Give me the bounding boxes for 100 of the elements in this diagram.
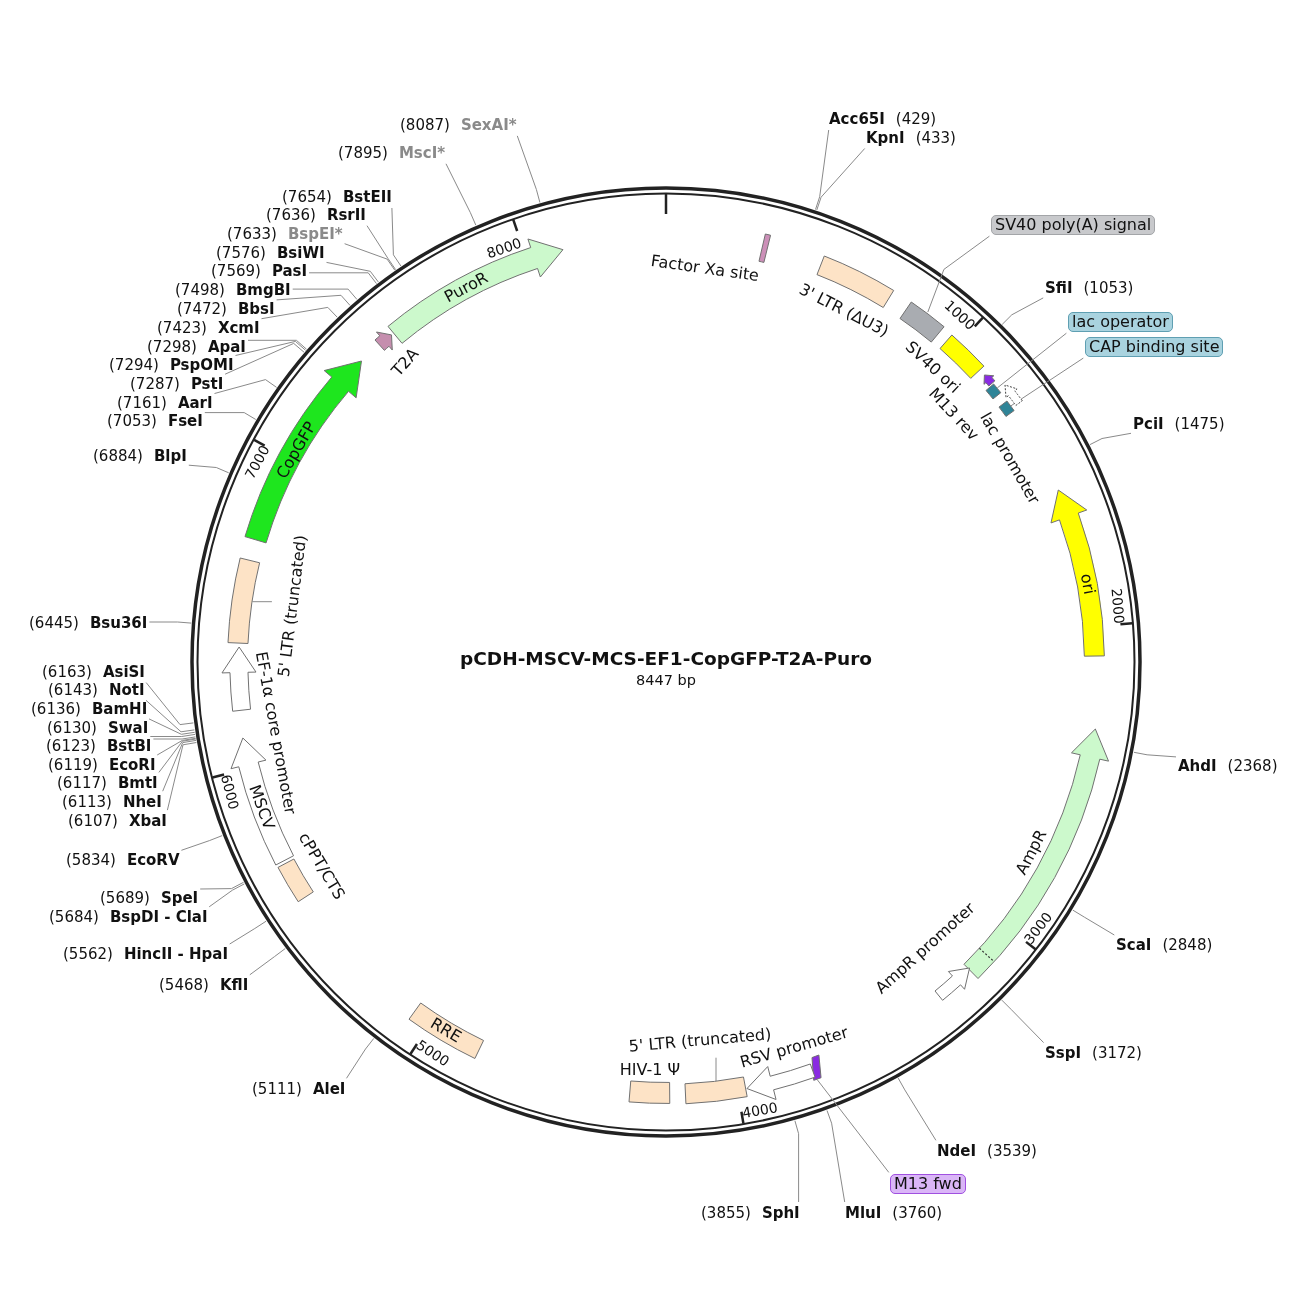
feature-tag: CAP binding site [1085,337,1224,357]
site-position: (7294) [109,356,159,374]
leader-line [815,129,830,210]
plasmid-length: 8447 bp [636,671,696,689]
leader-line [897,1077,937,1141]
feature-tag: lac operator [1068,312,1173,332]
enzyme-name: PasI [271,262,308,280]
site-position: (3760) [892,1204,943,1222]
site-position: (7498) [175,281,225,299]
enzyme-name: XcmI [217,319,260,337]
site-position: (7633) [227,225,277,243]
enzyme-name: BstBI [106,737,152,755]
enzyme-name: EcoRV [126,851,180,869]
leader-line [224,342,305,375]
site-position: (8087) [400,116,450,134]
leader-line [229,920,267,945]
enzyme-name: SpeI [160,889,199,907]
leader-line [162,739,197,792]
feature-box [997,400,1015,418]
site-position: (7576) [216,244,266,262]
leader-line [235,340,307,356]
enzyme-name: AsiSI [102,663,145,681]
site-position: (6143) [48,681,98,699]
feature-label: T2A [387,344,423,380]
leader-line [715,1057,717,1082]
leader-line [249,948,286,976]
enzyme-name: SfiI [1045,279,1073,297]
feature-tag: SV40 poly(A) signal [991,215,1156,235]
enzyme-name: BlpI [153,447,187,465]
leader-line [145,682,194,726]
plasmid-title: pCDH-MSCV-MCS-EF1-CopGFP-T2A-Puro [459,648,873,670]
scale-label: 4000 [740,1099,779,1122]
feature-box [985,382,1003,400]
site-position: (7423) [157,319,207,337]
site-position: (7569) [211,262,261,280]
leader-line [996,332,1067,389]
enzyme-name: EcoRI [108,756,156,774]
site-position: (6130) [47,719,97,737]
site-position: (6445) [29,614,79,632]
leader-line [180,835,223,851]
enzyme-name: NotI [108,681,145,699]
leader-line [794,1120,800,1203]
site-position: (2848) [1162,936,1213,954]
leader-line [208,883,245,908]
site-position: (429) [895,110,937,128]
site-position: (5834) [66,851,116,869]
site-position: (1475) [1174,415,1225,433]
leader-line [199,881,244,890]
leader-line [166,742,197,811]
leader-line [204,412,257,420]
enzyme-name: BspEI* [287,225,343,243]
site-position: (1053) [1083,279,1134,297]
site-position: (6113) [62,793,112,811]
enzyme-name: BmgBI [235,281,291,299]
site-position: (7895) [338,144,388,162]
site-position: (3855) [701,1204,751,1222]
leader-line [826,1110,846,1203]
leader-line [1001,297,1044,325]
enzyme-name: SphI [761,1204,800,1222]
site-position: (6163) [42,663,92,681]
leader-line [188,464,230,474]
feature-label: Factor Xa site [649,251,761,285]
leader-line [1072,909,1115,936]
leader-line [1001,999,1045,1044]
leader-line [158,738,197,773]
leader-line [152,736,196,740]
site-position: (6107) [68,812,118,830]
enzyme-name: ApaI [207,338,246,356]
feature-label: HIV-1 Ψ [619,1059,681,1079]
enzyme-name: HincII - HpaI [123,945,228,963]
site-position: (5689) [100,889,150,907]
leader-line [326,261,379,283]
feature-label: 5' LTR (truncated) [273,533,311,679]
leader-line [251,601,273,603]
enzyme-name: AleI [312,1080,346,1098]
site-position: (5468) [159,976,209,994]
leader-line [344,243,396,271]
leader-line [516,135,541,203]
site-position: (7298) [147,338,197,356]
enzyme-name: BmtI [117,774,158,792]
enzyme-name: AhdI [1178,757,1217,775]
leader-line [276,294,351,306]
site-position: (6123) [46,737,96,755]
site-position: (7472) [177,300,227,318]
leader-line [445,163,477,226]
leader-line [816,148,866,211]
enzyme-name: BstEII [342,188,392,206]
enzyme-name: BbsI [237,300,275,318]
site-position: (7053) [107,412,157,430]
enzyme-name: SexAI* [460,116,517,134]
site-position: (7161) [117,394,167,412]
leader-line [214,379,278,394]
site-position: (6117) [57,774,107,792]
enzyme-name: Bsu36I [89,614,148,632]
site-position: (5684) [49,908,99,926]
enzyme-name: PstI [190,375,224,393]
leader-line [1089,432,1132,446]
feature-box [899,300,946,343]
leader-line [1133,751,1177,758]
enzyme-name: RsrII [326,206,366,224]
